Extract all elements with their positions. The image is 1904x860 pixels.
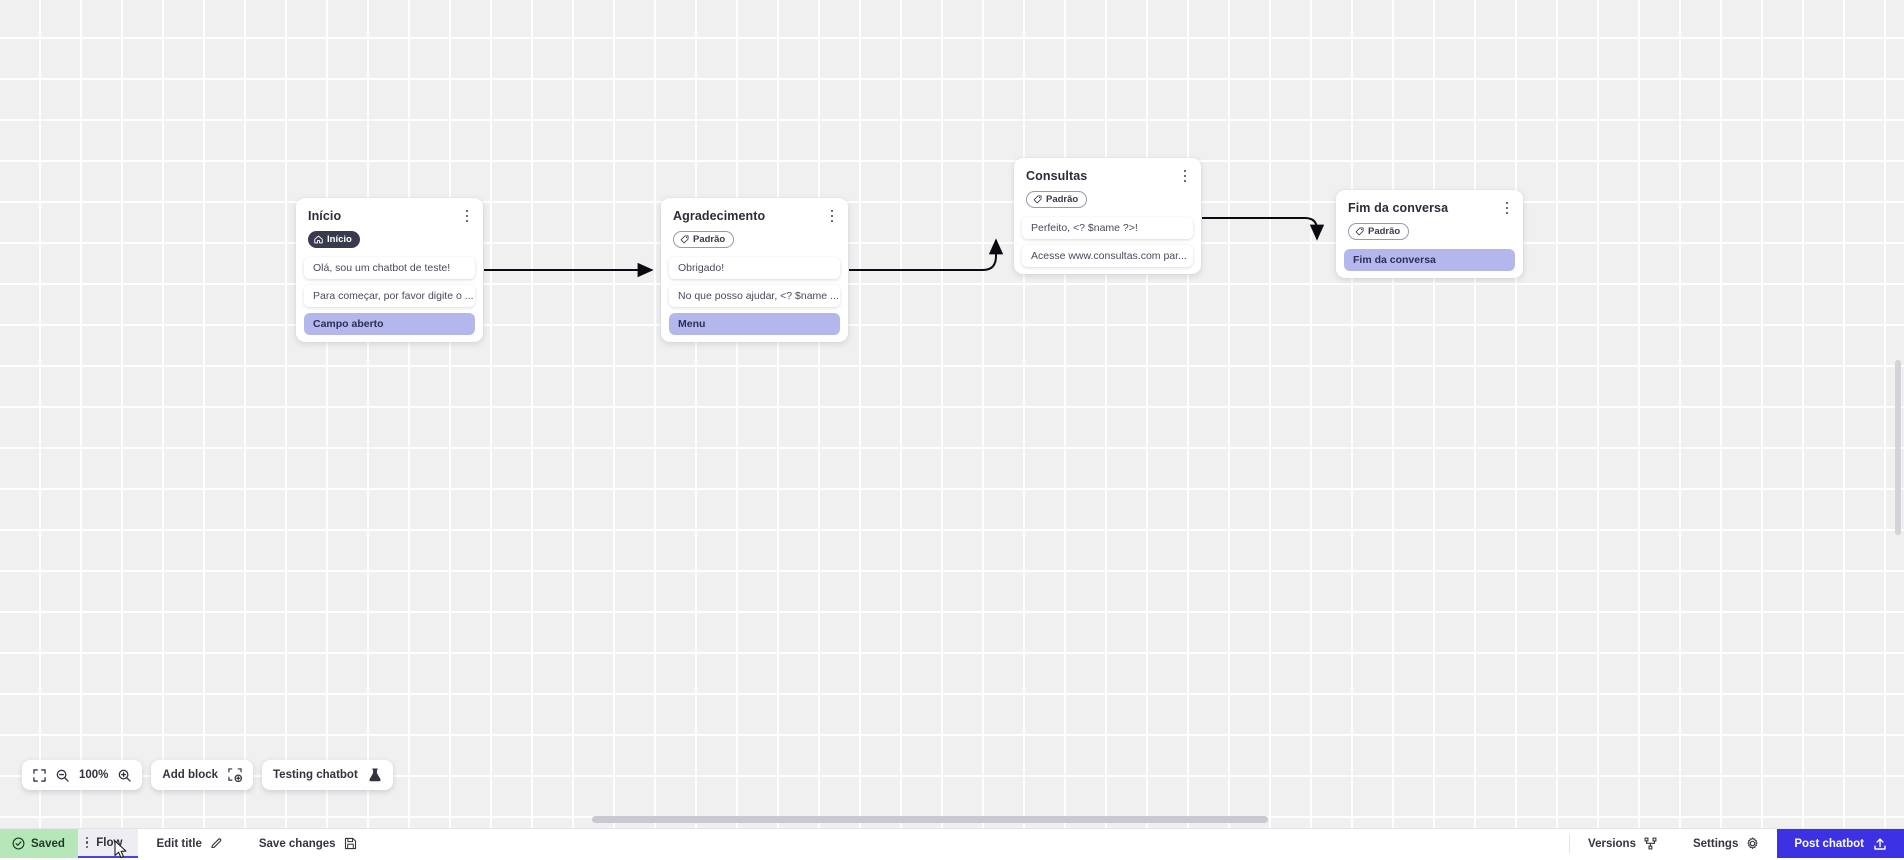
message-item[interactable]: Obrigado! bbox=[669, 257, 840, 279]
flow-canvas[interactable]: Início Início Olá, sou um chatbot de tes… bbox=[0, 0, 1904, 828]
node-badge-inicio[interactable]: Início bbox=[308, 231, 360, 248]
message-item[interactable]: Olá, sou um chatbot de teste! bbox=[304, 257, 475, 279]
bottom-bar: Saved Flow Edit title Save changes Versi… bbox=[0, 828, 1904, 858]
horizontal-scrollbar[interactable] bbox=[592, 816, 1268, 823]
upload-icon bbox=[1873, 837, 1887, 851]
save-changes-label: Save changes bbox=[259, 838, 336, 850]
settings-label: Settings bbox=[1693, 838, 1738, 850]
settings-button[interactable]: Settings bbox=[1675, 829, 1777, 858]
home-icon bbox=[314, 235, 323, 244]
node-badge-row: Padrão bbox=[1014, 184, 1201, 217]
testing-chatbot-button[interactable]: Testing chatbot bbox=[262, 760, 393, 790]
tag-icon bbox=[680, 235, 689, 244]
node-badge-row: Início bbox=[296, 224, 483, 257]
edge-consultas-fim bbox=[1202, 218, 1317, 239]
flow-node-consultas[interactable]: Consultas Padrão Perfeito, <? $name ?>! … bbox=[1014, 158, 1201, 274]
tab-flow-label: Flow bbox=[96, 837, 122, 849]
check-circle-icon bbox=[12, 837, 25, 850]
zoom-controls[interactable]: 100% bbox=[22, 760, 142, 790]
pencil-icon bbox=[210, 837, 223, 850]
message-item-highlight[interactable]: Menu bbox=[669, 313, 840, 335]
node-messages: Olá, sou um chatbot de teste! Para começ… bbox=[296, 257, 483, 335]
bottom-bar-right: Versions Settings Post chatbot bbox=[1569, 829, 1904, 858]
versions-button[interactable]: Versions bbox=[1570, 829, 1675, 858]
node-messages: Perfeito, <? $name ?>! Acesse www.consul… bbox=[1014, 217, 1201, 267]
flow-node-inicio[interactable]: Início Início Olá, sou um chatbot de tes… bbox=[296, 198, 483, 342]
add-block-icon bbox=[228, 768, 242, 782]
canvas-toolbar: 100% Add block Testing chatbot bbox=[22, 760, 393, 790]
message-item-highlight[interactable]: Fim da conversa bbox=[1344, 249, 1515, 271]
add-block-button[interactable]: Add block bbox=[151, 760, 253, 790]
node-badge-row: Padrão bbox=[1336, 216, 1523, 249]
node-header: Início bbox=[296, 198, 483, 224]
node-header: Agradecimento bbox=[661, 198, 848, 224]
badge-label: Padrão bbox=[693, 235, 725, 245]
badge-label: Início bbox=[327, 235, 352, 245]
node-menu-button[interactable] bbox=[1500, 200, 1514, 216]
badge-label: Padrão bbox=[1046, 195, 1078, 205]
node-messages: Obrigado! No que posso ajudar, <? $name … bbox=[661, 257, 848, 335]
message-item[interactable]: No que posso ajudar, <? $name ... bbox=[669, 285, 840, 307]
testing-chatbot-label: Testing chatbot bbox=[273, 769, 358, 781]
vertical-scrollbar[interactable] bbox=[1895, 360, 1901, 535]
node-title: Fim da conversa bbox=[1348, 201, 1511, 216]
message-item[interactable]: Perfeito, <? $name ?>! bbox=[1022, 217, 1193, 239]
gear-icon bbox=[1746, 837, 1759, 850]
node-title: Início bbox=[308, 209, 471, 224]
drag-handle-icon[interactable] bbox=[86, 837, 88, 848]
flow-node-agradecimento[interactable]: Agradecimento Padrão Obrigado! No que po… bbox=[661, 198, 848, 342]
message-item[interactable]: Para começar, por favor digite o ... bbox=[304, 285, 475, 307]
post-chatbot-label: Post chatbot bbox=[1794, 838, 1864, 850]
edge-layer bbox=[0, 0, 1904, 828]
fit-screen-icon[interactable] bbox=[33, 769, 46, 782]
edit-title-button[interactable]: Edit title bbox=[138, 829, 240, 858]
saved-label: Saved bbox=[31, 838, 65, 850]
message-item[interactable]: Acesse www.consultas.com par... bbox=[1022, 245, 1193, 267]
tag-icon bbox=[1033, 195, 1042, 204]
node-header: Fim da conversa bbox=[1336, 190, 1523, 216]
floppy-icon bbox=[344, 837, 357, 850]
message-item-highlight[interactable]: Campo aberto bbox=[304, 313, 475, 335]
node-menu-button[interactable] bbox=[1178, 168, 1192, 184]
node-badge-padrao[interactable]: Padrão bbox=[1026, 191, 1087, 208]
post-chatbot-button[interactable]: Post chatbot bbox=[1777, 829, 1904, 858]
node-header: Consultas bbox=[1014, 158, 1201, 184]
node-messages: Fim da conversa bbox=[1336, 249, 1523, 271]
add-block-label: Add block bbox=[162, 769, 218, 781]
node-title: Agradecimento bbox=[673, 209, 836, 224]
node-menu-button[interactable] bbox=[825, 208, 839, 224]
edit-title-label: Edit title bbox=[156, 838, 201, 850]
zoom-in-icon[interactable] bbox=[118, 769, 131, 782]
branch-icon bbox=[1644, 837, 1657, 850]
node-badge-row: Padrão bbox=[661, 224, 848, 257]
node-title: Consultas bbox=[1026, 169, 1189, 184]
node-menu-button[interactable] bbox=[460, 208, 474, 224]
tab-flow[interactable]: Flow bbox=[78, 829, 139, 858]
versions-label: Versions bbox=[1588, 838, 1636, 850]
node-badge-padrao[interactable]: Padrão bbox=[1348, 223, 1409, 240]
tag-icon bbox=[1355, 227, 1364, 236]
node-badge-padrao[interactable]: Padrão bbox=[673, 231, 734, 248]
zoom-out-icon[interactable] bbox=[56, 769, 69, 782]
saved-status-badge: Saved bbox=[0, 829, 78, 858]
flow-node-fim-da-conversa[interactable]: Fim da conversa Padrão Fim da conversa bbox=[1336, 190, 1523, 278]
flask-icon bbox=[368, 768, 382, 782]
badge-label: Padrão bbox=[1368, 227, 1400, 237]
save-changes-button[interactable]: Save changes bbox=[241, 829, 375, 858]
edge-agradecimento-consultas bbox=[849, 240, 996, 270]
zoom-level-label: 100% bbox=[79, 769, 108, 781]
